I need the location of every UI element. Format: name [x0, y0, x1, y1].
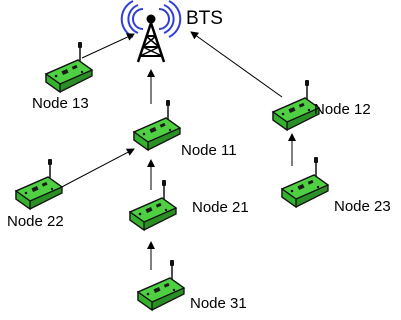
- link-12-bts: [190, 31, 283, 98]
- node-label-31: Node 31: [190, 295, 247, 312]
- node-label-21: Node 21: [192, 199, 249, 216]
- node-label-12: Node 12: [314, 101, 371, 118]
- sensor-node-icon: [45, 41, 93, 93]
- node-label-23: Node 23: [334, 198, 391, 215]
- sensor-node-icon: [281, 156, 329, 208]
- node-label-13: Node 13: [32, 95, 89, 112]
- bts-tower-icon: [120, 0, 182, 63]
- node-label-22: Node 22: [7, 213, 64, 230]
- sensor-node-icon: [15, 158, 63, 210]
- link-13-bts: [81, 33, 135, 59]
- sensor-node-icon: [272, 79, 320, 131]
- node-label-11: Node 11: [181, 142, 237, 159]
- bts-label: BTS: [186, 8, 223, 29]
- link-22-11: [55, 148, 135, 191]
- sensor-node-icon: [129, 179, 177, 231]
- link-arrows: [55, 31, 296, 270]
- sensor-node-icon: [137, 259, 185, 311]
- sensor-node-icon: [133, 99, 181, 151]
